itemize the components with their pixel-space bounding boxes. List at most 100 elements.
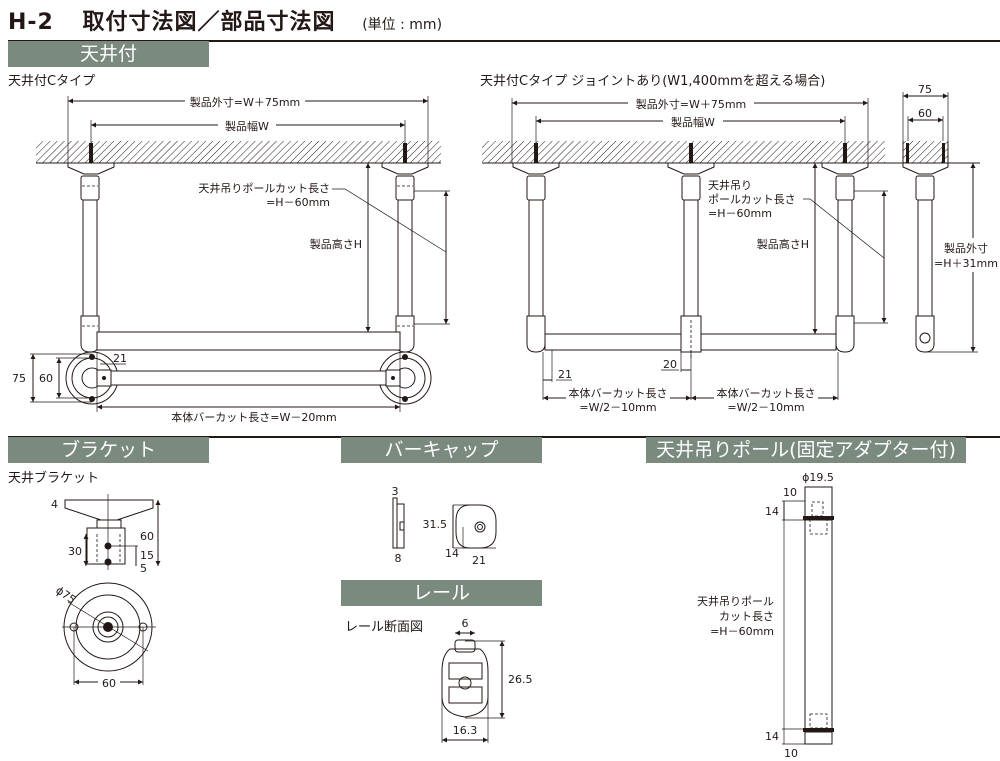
- pole-cut-label-1: 天井吊りポールカット長さ: [198, 181, 330, 195]
- bar-cut-label: 本体バーカット長さ=W－20mm: [171, 410, 337, 424]
- left-pole-assembly: [67, 143, 115, 353]
- title-code: H-2: [8, 10, 54, 35]
- dim-14-top-label: 14: [765, 505, 779, 518]
- section-bar-cap: バーキャップ: [341, 437, 542, 463]
- side-outer-label-2: =H＋31mm: [934, 257, 998, 270]
- pole-adapter-top: [80, 175, 100, 201]
- pole-cut-label-1: 天井吊りポール: [697, 594, 774, 608]
- bracket-plate: [381, 162, 429, 175]
- height-dim-label: 製品高さH: [310, 237, 362, 251]
- bracket-plate: [64, 499, 154, 521]
- pole-adapter-bottom: [80, 315, 100, 353]
- bar-cut-right-label-2: =W/2－10mm: [727, 401, 804, 414]
- screw-icon: [89, 143, 93, 165]
- diagram-pole: ϕ19.5 10 14 天井吊りポール カット長さ =H－60mm 14 10: [697, 471, 834, 760]
- section-bracket: ブラケット: [8, 437, 209, 463]
- pole: [397, 199, 413, 317]
- bar-cut-right-label-1: 本体バーカット長さ: [717, 386, 816, 400]
- dim-15-label: 15: [140, 549, 154, 562]
- dim-10-top-label: 10: [783, 486, 797, 499]
- dim-21-label: 21: [472, 554, 486, 567]
- dim-21-label: 21: [113, 352, 127, 365]
- bracket-plate: [67, 162, 115, 175]
- label-bg: [218, 117, 276, 133]
- side-outer-label-1: 製品外寸: [944, 241, 988, 255]
- dim-60-label: 60: [39, 372, 53, 385]
- screw-icon: [403, 143, 407, 165]
- pole-cut-leader: [332, 188, 447, 253]
- rail-profile: [441, 648, 489, 718]
- side-60-label: 60: [918, 107, 932, 120]
- dim-20-label: 20: [663, 358, 677, 371]
- diagram-bar-cap: 3 8 31.5 14 21: [392, 485, 497, 567]
- pole-center: [667, 143, 715, 360]
- diagram-rail: 6 26.5 16.3: [441, 617, 533, 743]
- dim-26-5-label: 26.5: [508, 673, 533, 686]
- dim-30-label: 30: [68, 545, 82, 558]
- pole-adapter-top: [395, 175, 415, 201]
- section-pole: 天井吊りポール(固定アダプター付): [646, 437, 966, 463]
- diagram-bracket: 4 60 30 15 5 ϕ75 60: [51, 494, 161, 690]
- right-pole-assembly: [381, 143, 429, 353]
- rail-bar-side: [96, 331, 401, 351]
- pole-cut-label-2: カット長さ: [719, 610, 774, 623]
- dim-4-label: 4: [51, 498, 58, 511]
- pole-cut-label-2: ポールカット長さ: [708, 193, 796, 206]
- outer-dim-label: 製品外寸=W＋75mm: [636, 97, 747, 111]
- pole-cut-label-2: =H－60mm: [266, 196, 330, 209]
- diagram-ceiling-c: 製品外寸=W＋75mm 製品幅W 製: [12, 93, 450, 424]
- dim-5-label: 5: [140, 562, 147, 575]
- page-title: H-2 取付寸法図／部品寸法図 (単位 : mm): [8, 4, 442, 36]
- phi75-leader: [67, 601, 149, 652]
- width-dim-label: 製品幅W: [225, 119, 269, 133]
- ceiling-hatch: [482, 141, 885, 163]
- ceiling-hatch: [36, 141, 441, 163]
- pole-cut-leader: [803, 198, 885, 259]
- pole-right: [821, 143, 869, 353]
- unit-label: (単位 : mm): [362, 17, 443, 33]
- pole-left: [512, 143, 560, 353]
- dim-16-3-label: 16.3: [453, 724, 478, 737]
- section-rail: レール: [341, 580, 542, 606]
- bar-cut-left-label-2: =W/2－10mm: [579, 401, 656, 414]
- subtitle-rail: レール断面図: [345, 620, 424, 635]
- title-text: 取付寸法図／部品寸法図: [82, 10, 336, 35]
- dim-6-label: 6: [462, 617, 469, 630]
- bar-cut-left-label-1: 本体バーカット長さ: [569, 386, 668, 400]
- label-bg: [185, 93, 305, 109]
- bar-cap-body: [455, 504, 497, 549]
- side-75-label: 75: [918, 83, 932, 96]
- dim-31-5-label: 31.5: [423, 518, 448, 531]
- width-dim-label: 製品幅W: [671, 115, 715, 129]
- dim-phi19-5-label: ϕ19.5: [802, 471, 834, 484]
- subtitle-ceiling-c-joint: 天井付Cタイプ ジョイントあり(W1,400mmを超える場合): [480, 74, 826, 89]
- rail-bar-right: [700, 333, 837, 351]
- pole-cut-label-1: 天井吊り: [708, 178, 752, 192]
- subtitle-bracket: 天井ブラケット: [8, 471, 100, 486]
- divider-top: [8, 40, 1000, 42]
- dim-75-label: 75: [12, 372, 26, 385]
- dim-14-bottom-label: 14: [765, 730, 779, 743]
- pole-cut-label-3: =H－60mm: [710, 625, 774, 638]
- plan-view: [65, 351, 432, 405]
- side-view: [902, 141, 949, 353]
- height-dim-label: 製品高さH: [757, 237, 809, 251]
- outer-dim-label: 製品外寸=W＋75mm: [190, 95, 301, 109]
- dim-phi75-label: ϕ75: [53, 584, 78, 607]
- dim-21-label: 21: [558, 368, 572, 381]
- diagram-ceiling-c-joint: 製品外寸=W＋75mm 製品幅W: [482, 83, 1000, 414]
- dim-14-label: 14: [445, 547, 459, 560]
- pole-adapter-bottom: [804, 731, 833, 745]
- dim-3-label: 3: [392, 485, 399, 498]
- rail-bar-left: [544, 333, 682, 351]
- dim-60-height-label: 60: [140, 530, 154, 543]
- dim-60-width-label: 60: [102, 677, 116, 690]
- pole-cut-label-3: =H－60mm: [708, 207, 772, 220]
- pole: [82, 199, 98, 317]
- section-ceiling: 天井付: [8, 41, 209, 67]
- dim-10-bottom-label: 10: [784, 747, 798, 760]
- rail-bar-top: [96, 370, 401, 386]
- subtitle-ceiling-c: 天井付Cタイプ: [8, 74, 96, 89]
- pole-tube: [804, 519, 833, 733]
